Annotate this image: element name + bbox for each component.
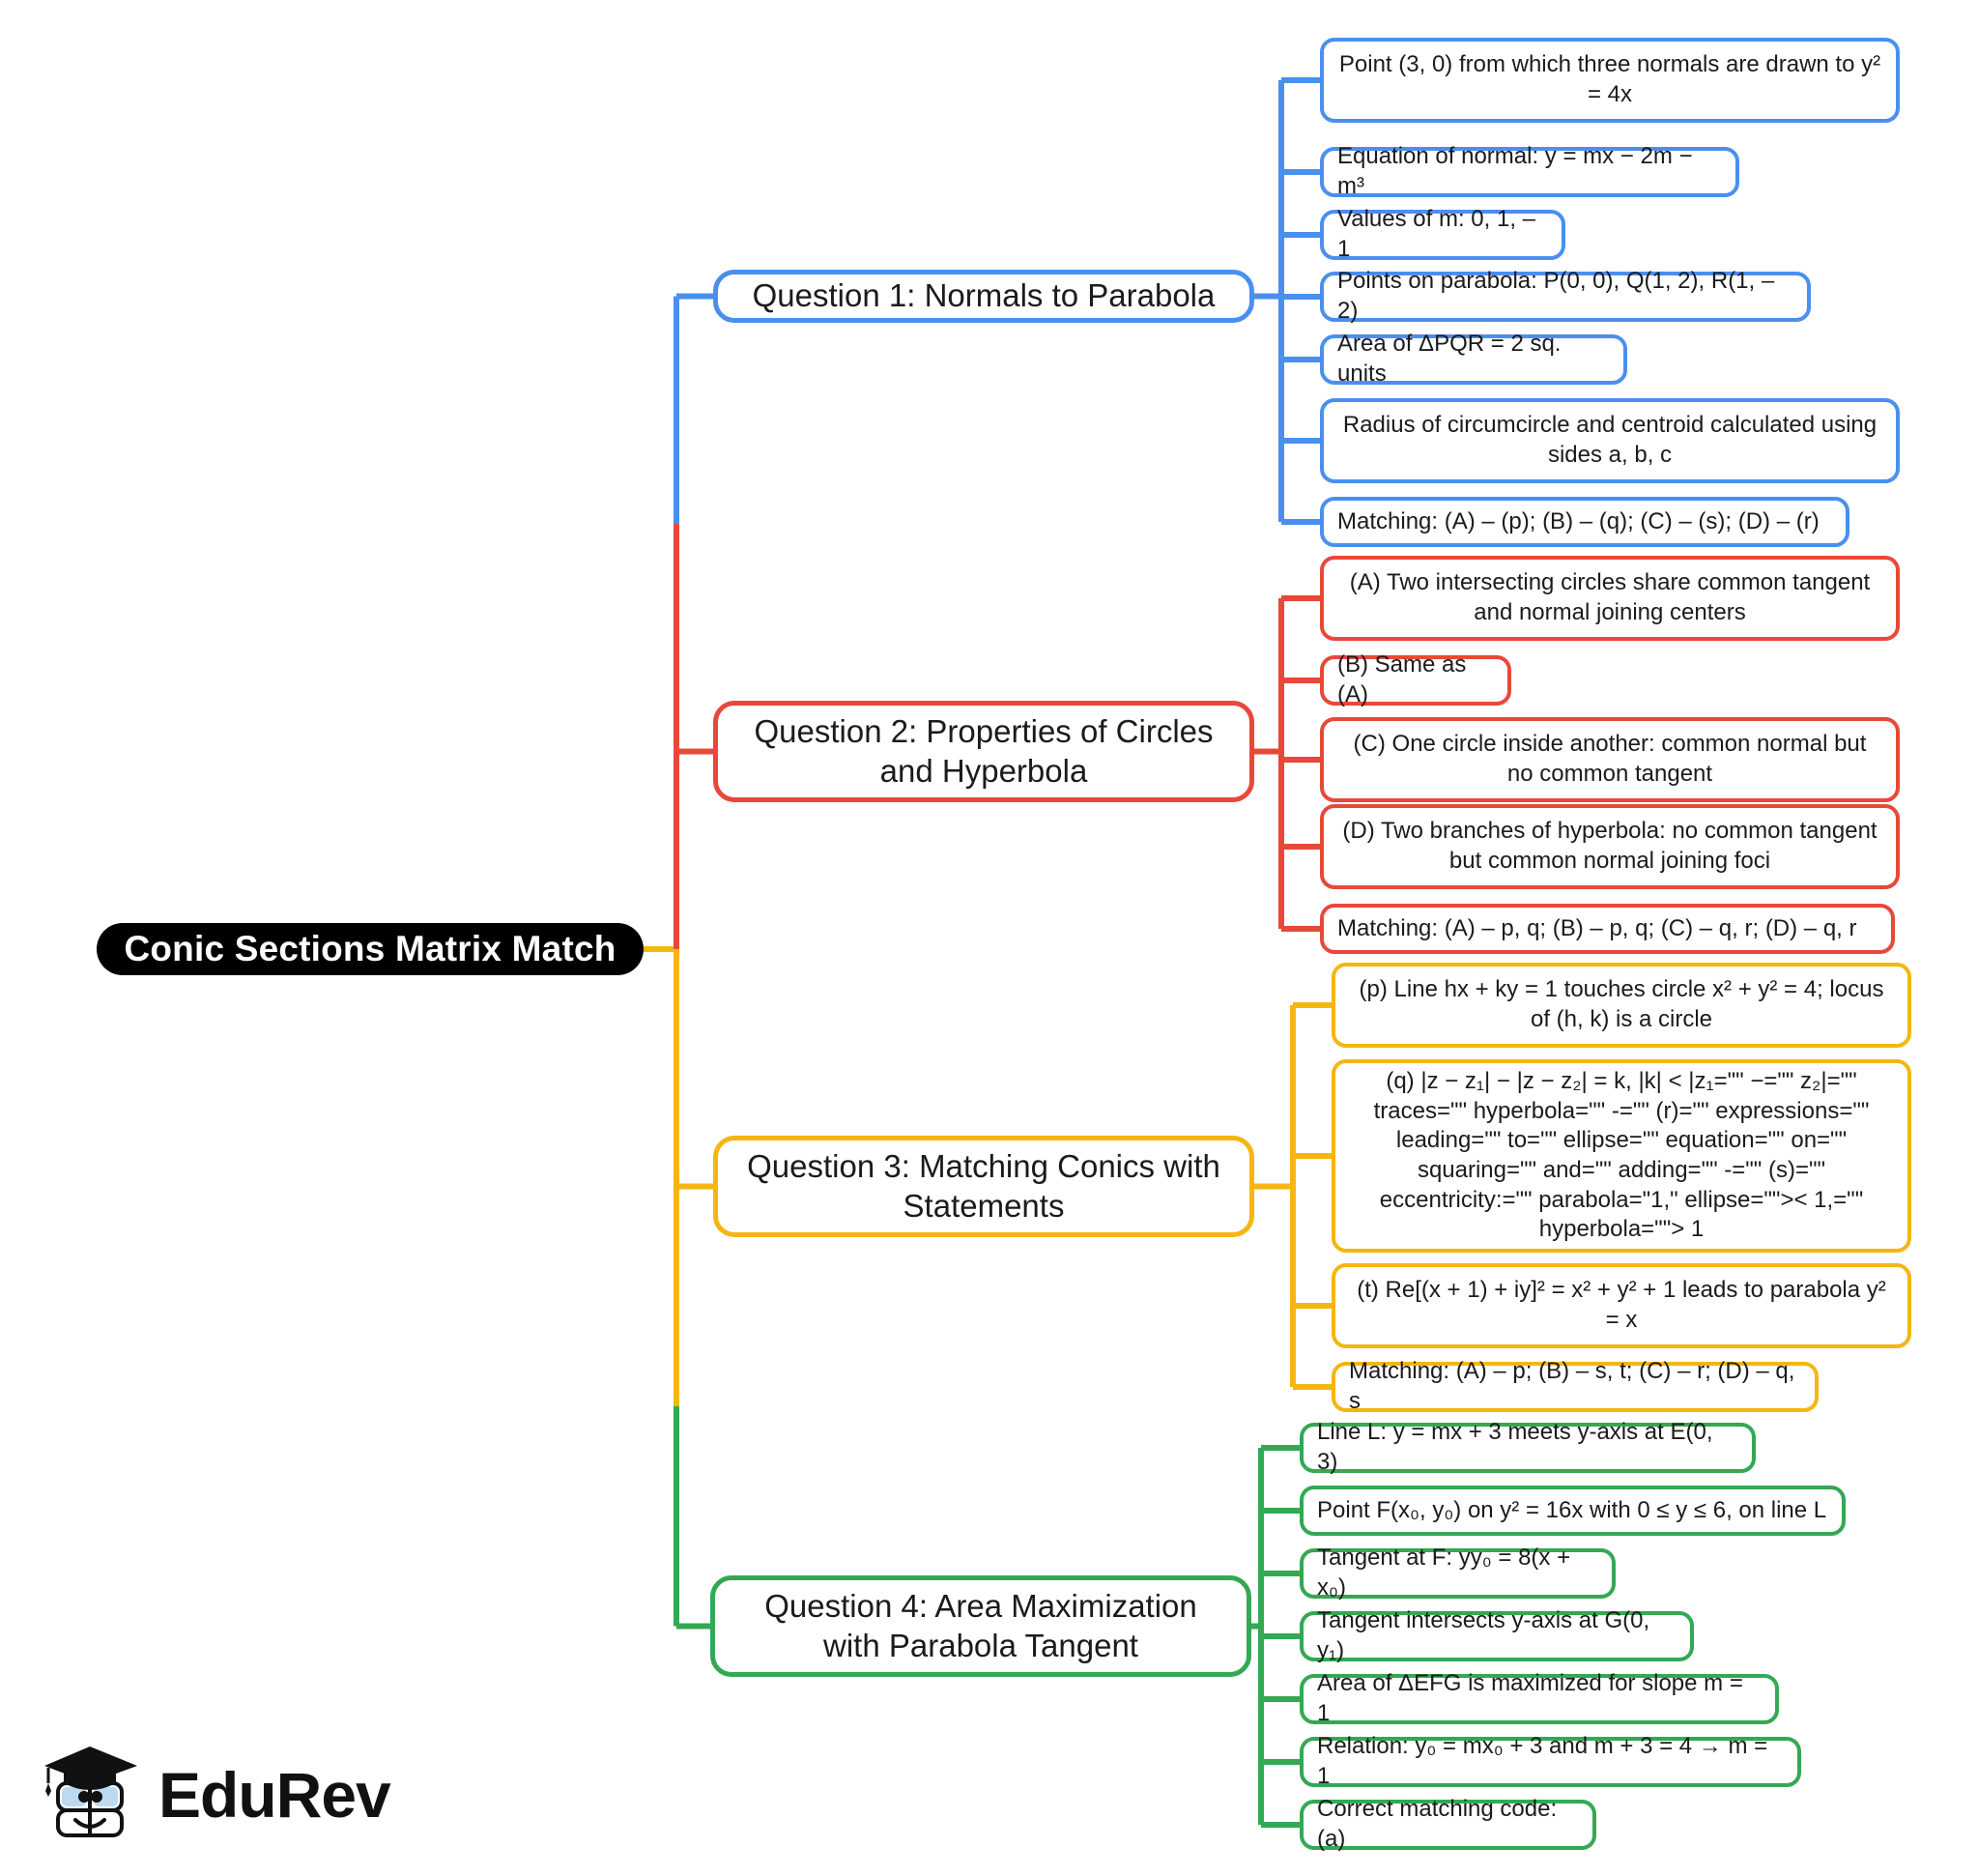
leaf-node-q1-0[interactable]: Point (3, 0) from which three normals ar…	[1320, 38, 1900, 123]
leaf-node-q4-3[interactable]: Tangent intersects y-axis at G(0, y₁)	[1300, 1607, 1694, 1663]
branch-label-q1: Question 1: Normals to Parabola	[752, 277, 1216, 314]
leaf-text: Point (3, 0) from which three normals ar…	[1338, 51, 1881, 107]
leaf-text: (q) |z − z₁| − |z − z₂| = k, |k| < |z₁="…	[1373, 1067, 1870, 1243]
leaf-text: (B) Same as (A)	[1337, 651, 1467, 707]
leaf-node-q4-1[interactable]: Point F(x₀, y₀) on y² = 16x with 0 ≤ y ≤…	[1300, 1486, 1846, 1536]
root-node[interactable]: Conic Sections Matrix Match	[97, 923, 644, 975]
branch-label-q4: Question 4: Area Maximization with Parab…	[764, 1588, 1197, 1663]
leaf-node-q2-3[interactable]: (D) Two branches of hyperbola: no common…	[1320, 804, 1900, 889]
leaf-text: Matching: (A) – (p); (B) – (q); (C) – (s…	[1337, 507, 1820, 534]
leaf-text: Values of m: 0, 1, –1	[1337, 206, 1535, 262]
leaf-node-q4-0[interactable]: Line L: y = mx + 3 meets y-axis at E(0, …	[1300, 1419, 1756, 1475]
graduation-cap-books-icon	[44, 1746, 137, 1837]
leaf-node-q4-2[interactable]: Tangent at F: yy₀ = 8(x + x₀)	[1300, 1544, 1616, 1601]
leaf-text: Equation of normal: y = mx − 2m − m³	[1337, 143, 1693, 199]
leaf-text: (t) Re[(x + 1) + iy]² = x² + y² + 1 lead…	[1357, 1277, 1886, 1333]
branch-node-q1[interactable]: Question 1: Normals to Parabola	[713, 270, 1254, 323]
leaf-text: Tangent intersects y-axis at G(0, y₁)	[1317, 1607, 1650, 1663]
branch-node-q4[interactable]: Question 4: Area Maximization with Parab…	[710, 1575, 1251, 1677]
leaf-text: (D) Two branches of hyperbola: no common…	[1342, 818, 1878, 874]
leaf-node-q1-2[interactable]: Values of m: 0, 1, –1	[1320, 206, 1565, 262]
edurev-wordmark: EduRev	[158, 1759, 391, 1831]
leaf-text: (C) One circle inside another: common no…	[1353, 731, 1867, 787]
leaf-node-q4-5[interactable]: Relation: y₀ = mx₀ + 3 and m + 3 = 4 → m…	[1300, 1733, 1801, 1789]
branch-label-q2: Question 2: Properties of Circles and Hy…	[754, 713, 1214, 789]
leaf-node-q3-0[interactable]: (p) Line hx + ky = 1 touches circle x² +…	[1332, 963, 1911, 1048]
leaf-text: Area of ΔEFG is maximized for slope m = …	[1317, 1670, 1743, 1726]
leaf-text: Correct matching code: (a)	[1317, 1796, 1558, 1852]
leaf-text: (p) Line hx + ky = 1 touches circle x² +…	[1359, 976, 1884, 1032]
branch-node-q2[interactable]: Question 2: Properties of Circles and Hy…	[713, 701, 1254, 802]
leaf-node-q2-1[interactable]: (B) Same as (A)	[1320, 651, 1511, 707]
leaf-text: Matching: (A) – p, q; (B) – p, q; (C) – …	[1337, 914, 1857, 941]
leaf-node-q2-2[interactable]: (C) One circle inside another: common no…	[1320, 717, 1900, 802]
branch-node-q3[interactable]: Question 3: Matching Conics with Stateme…	[713, 1136, 1254, 1237]
leaf-node-q4-4[interactable]: Area of ΔEFG is maximized for slope m = …	[1300, 1670, 1779, 1726]
leaf-node-q2-4[interactable]: Matching: (A) – p, q; (B) – p, q; (C) – …	[1320, 904, 1895, 954]
leaf-node-q3-1[interactable]: (q) |z − z₁| − |z − z₂| = k, |k| < |z₁="…	[1332, 1059, 1911, 1253]
leaf-text: Matching: (A) – p; (B) – s, t; (C) – r; …	[1349, 1358, 1795, 1414]
branch-label-q3: Question 3: Matching Conics with Stateme…	[747, 1148, 1220, 1224]
leaf-node-q1-3[interactable]: Points on parabola: P(0, 0), Q(1, 2), R(…	[1320, 268, 1811, 324]
leaf-text: (A) Two intersecting circles share commo…	[1349, 569, 1871, 625]
leaf-text: Line L: y = mx + 3 meets y-axis at E(0, …	[1317, 1419, 1713, 1475]
leaf-node-q4-6[interactable]: Correct matching code: (a)	[1300, 1796, 1596, 1852]
edurev-logo[interactable]: EduRev	[41, 1737, 408, 1853]
leaf-text: Relation: y₀ = mx₀ + 3 and m + 3 = 4 → m…	[1317, 1733, 1768, 1789]
leaf-node-q3-2[interactable]: (t) Re[(x + 1) + iy]² = x² + y² + 1 lead…	[1332, 1263, 1911, 1348]
leaf-node-q1-1[interactable]: Equation of normal: y = mx − 2m − m³	[1320, 143, 1739, 199]
leaf-node-q1-5[interactable]: Radius of circumcircle and centroid calc…	[1320, 398, 1900, 483]
leaf-text: Radius of circumcircle and centroid calc…	[1342, 412, 1878, 468]
leaf-text: Points on parabola: P(0, 0), Q(1, 2), R(…	[1337, 268, 1775, 324]
leaf-text: Area of ΔPQR = 2 sq. units	[1337, 331, 1562, 387]
leaf-text: Tangent at F: yy₀ = 8(x + x₀)	[1317, 1544, 1571, 1601]
leaf-text: Point F(x₀, y₀) on y² = 16x with 0 ≤ y ≤…	[1317, 1496, 1827, 1523]
leaf-node-q1-6[interactable]: Matching: (A) – (p); (B) – (q); (C) – (s…	[1320, 497, 1849, 547]
leaf-node-q2-0[interactable]: (A) Two intersecting circles share commo…	[1320, 556, 1900, 641]
leaf-node-q1-4[interactable]: Area of ΔPQR = 2 sq. units	[1320, 331, 1627, 387]
root-label: Conic Sections Matrix Match	[124, 929, 616, 968]
leaf-node-q3-3[interactable]: Matching: (A) – p; (B) – s, t; (C) – r; …	[1332, 1358, 1819, 1414]
